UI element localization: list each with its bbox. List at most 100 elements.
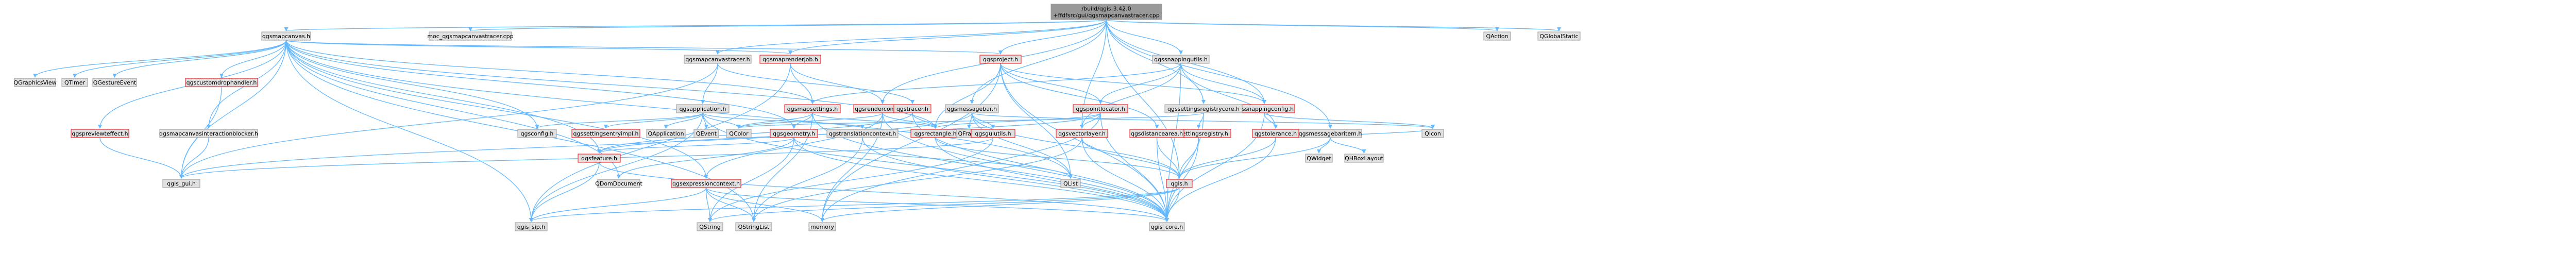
node-qgsmapcanvastracer-h[interactable]: qgsmapcanvastracer.h [684, 55, 752, 64]
edge-qgssnappingutils_h-to-qgstolerance_h [1180, 63, 1278, 129]
node-QEvent[interactable]: QEvent [693, 129, 719, 138]
node-box [979, 55, 1022, 64]
node-qgstranslationcontext-h[interactable]: qgstranslationcontext.h [826, 129, 899, 138]
node-qgscustomdrophandler-h[interactable]: qgscustomdrophandler.h [185, 78, 258, 87]
node-qgssnappingutils-h[interactable]: qgssnappingutils.h [1152, 55, 1210, 64]
edge-qgsmapcanvas_h-to-qgis_gui_h [179, 40, 287, 179]
node-qgssettingsentryimpl-h[interactable]: qgssettingsentryimpl.h [571, 129, 640, 138]
node-qgsguiutils-h[interactable]: qgsguiutils.h [971, 129, 1015, 138]
node-qgsmapcanvasinteractionblocker-h[interactable]: qgsmapcanvasinteractionblocker.h [159, 129, 258, 138]
edge-qgspointlocator_h-to-qgsrectangle_h [933, 112, 1101, 129]
node-qgsrectangle-h[interactable]: qgsrectangle.h [910, 129, 960, 138]
node-box [1344, 154, 1384, 163]
node-qgis-h[interactable]: qgis.h [1166, 179, 1193, 188]
node-memory[interactable]: memory [808, 222, 836, 231]
node-label: +ffdfsrc/gui/qgsmapcanvastracer.cpp [1053, 12, 1159, 19]
node-label: QDomDocument [595, 180, 642, 187]
node-label: QList [1063, 180, 1078, 187]
edge-qgsmaprenderjob_h-to-qgsmapsettings_h [790, 63, 815, 104]
edge-qgstranslationcontext_h-to-qgis_core_h [862, 137, 1169, 222]
node-qgsexpressioncontext-h[interactable]: qgsexpressioncontext.h [671, 179, 741, 188]
edge-qgsexpressioncontext_h-to-qgis_sip_h [529, 187, 707, 222]
edge-qgsproject_h-to-qgsrectangle_h [933, 63, 1001, 129]
node-QColor[interactable]: QColor [726, 129, 752, 138]
edge-qgsrectangle_h-to-qgis_core_h [935, 137, 1169, 222]
edge-qgsvectorlayer_h-to-qgis_core_h [1081, 137, 1169, 222]
node-box [1421, 129, 1444, 138]
node-QIcon[interactable]: QIcon [1421, 129, 1444, 138]
node-QGraphicsView[interactable]: QGraphicsView [13, 78, 57, 87]
node-qgspreviewteffect-h[interactable]: qgspreviewteffect.h [71, 129, 129, 138]
node-box [578, 154, 621, 163]
edge-root-to-qgsmapcanvastracer_h [716, 19, 1107, 55]
node-qgsapplication-h[interactable]: qgsapplication.h [676, 104, 730, 113]
edge-qgssnappingconfig_h-to-qgstolerance_h [1264, 112, 1278, 129]
node-box [646, 129, 686, 138]
node-label: qgsexpressioncontext.h [672, 180, 740, 187]
node-QApplication[interactable]: QApplication [646, 129, 686, 138]
node-label: /build/qgis-3.42.0 [1081, 6, 1131, 12]
node-label: qgstracer.h [896, 106, 928, 112]
edge-root-to-QGlobalStatic [1106, 19, 1561, 31]
node-qgsmapcanvas-h[interactable]: qgsmapcanvas.h [261, 31, 311, 41]
node-qgspointlocator-h[interactable]: qgspointlocator.h [1073, 104, 1128, 113]
node-qgsdistancearea-h[interactable]: qgsdistancearea.h [1129, 129, 1184, 138]
edge-qgsmessagebar_h-to-QList [971, 112, 1073, 179]
node-QAction[interactable]: QAction [1483, 31, 1511, 41]
node-moc-qgsmapcanvastracer-cpp[interactable]: moc_qgsmapcanvastracer.cpp [427, 31, 514, 41]
node-box [759, 55, 821, 64]
edge-root-to-qgsmapcanvas_h [284, 19, 1107, 31]
edge-qgsfeature_h-to-qgis_core_h [599, 162, 1169, 222]
edge-qgsmapsettings_h-to-qgsrectangle_h [812, 112, 938, 129]
edge-qgsmapcanvas_h-to-qgsmaprenderjob_h [285, 40, 792, 55]
node-label: qgsconfig.h [521, 130, 554, 137]
node-qgsmessagebaritem-h[interactable]: qgsmessagebaritem.h [1298, 129, 1362, 138]
node-qgsmapsettings-h[interactable]: qgsmapsettings.h [784, 104, 841, 113]
node-qgsgeometry-h[interactable]: qgsgeometry.h [770, 129, 818, 138]
node-qgsmessagebar-h[interactable]: qgsmessagebar.h [945, 104, 999, 113]
edge-qgstolerance_h-to-qgis_core_h [1165, 137, 1276, 222]
node-box [517, 129, 557, 138]
edge-qgsmapcanvas_h-to-qgsproject_h [285, 40, 1003, 55]
node-label: qgssnappingconfig.h [1235, 106, 1294, 112]
node-qgssettingsregistrycore-h[interactable]: qgssettingsregistrycore.h [1164, 104, 1243, 113]
node-QWidget[interactable]: QWidget [1305, 154, 1333, 163]
node-qgsconfig-h[interactable]: qgsconfig.h [517, 129, 557, 138]
node-QGestureEvent[interactable]: QGestureEvent [92, 78, 137, 87]
edge-root-to-qgssnappingutils_h [1106, 19, 1183, 55]
node-QList[interactable]: QList [1060, 179, 1081, 188]
edge-root-to-qgsmessagebaritem_h [1106, 19, 1332, 129]
node-qgstracer-h[interactable]: qgstracer.h [893, 104, 931, 113]
node-QStringList[interactable]: QStringList [735, 222, 772, 231]
node-qgsfeature-h[interactable]: qgsfeature.h [578, 154, 621, 163]
node-box [14, 78, 56, 87]
node-label: qgis.h [1171, 180, 1188, 187]
node-QGlobalStatic[interactable]: QGlobalStatic [1537, 31, 1581, 41]
node-qgssnappingconfig-h[interactable]: qgssnappingconfig.h [1233, 104, 1295, 113]
edge-qgsrendercontext_h-to-QColor [737, 112, 883, 129]
node-label: QEvent [696, 130, 717, 137]
node-QString[interactable]: QString [697, 222, 723, 231]
edge-qgssnappingconfig_h-to-QIcon [1264, 112, 1435, 129]
node-qgsmaprenderjob-h[interactable]: qgsmaprenderjob.h [759, 55, 821, 64]
edge-qgsmessagebaritem_h-to-QWidget [1317, 137, 1331, 154]
node-qgis-core-h[interactable]: qgis_core.h [1149, 222, 1185, 231]
node-qgsvectorlayer-h[interactable]: qgsvectorlayer.h [1056, 129, 1108, 138]
edge-qgsmapsettings_h-to-qgsgeometry_h [792, 112, 813, 129]
node-QDomDocument[interactable]: QDomDocument [595, 179, 642, 188]
edge-qgsrendercontext_h-to-qgsexpressioncontext_h [704, 112, 883, 179]
node-box [261, 31, 311, 41]
edge-qgssettingsregistrycore_h-to-QColor [737, 112, 1204, 129]
node-root: /build/qgis-3.42.0+ffdfsrc/gui/qgsmapcan… [1050, 4, 1162, 20]
node-qgstolerance-h[interactable]: qgstolerance.h [1252, 129, 1299, 138]
node-qgis-gui-h[interactable]: qgis_gui.h [162, 179, 200, 188]
node-box [770, 129, 818, 138]
edge-qgsmapcanvas_h-to-QGestureEvent [112, 40, 287, 78]
node-label: qgis_core.h [1151, 224, 1183, 230]
node-qgsproject-h[interactable]: qgsproject.h [979, 55, 1022, 64]
edge-root-to-qgis_h [1106, 19, 1181, 179]
node-qgis-sip-h[interactable]: qgis_sip.h [515, 222, 548, 231]
node-box [945, 104, 999, 113]
node-QHBoxLayout[interactable]: QHBoxLayout [1344, 154, 1384, 163]
node-QTimer[interactable]: QTimer [61, 78, 88, 87]
